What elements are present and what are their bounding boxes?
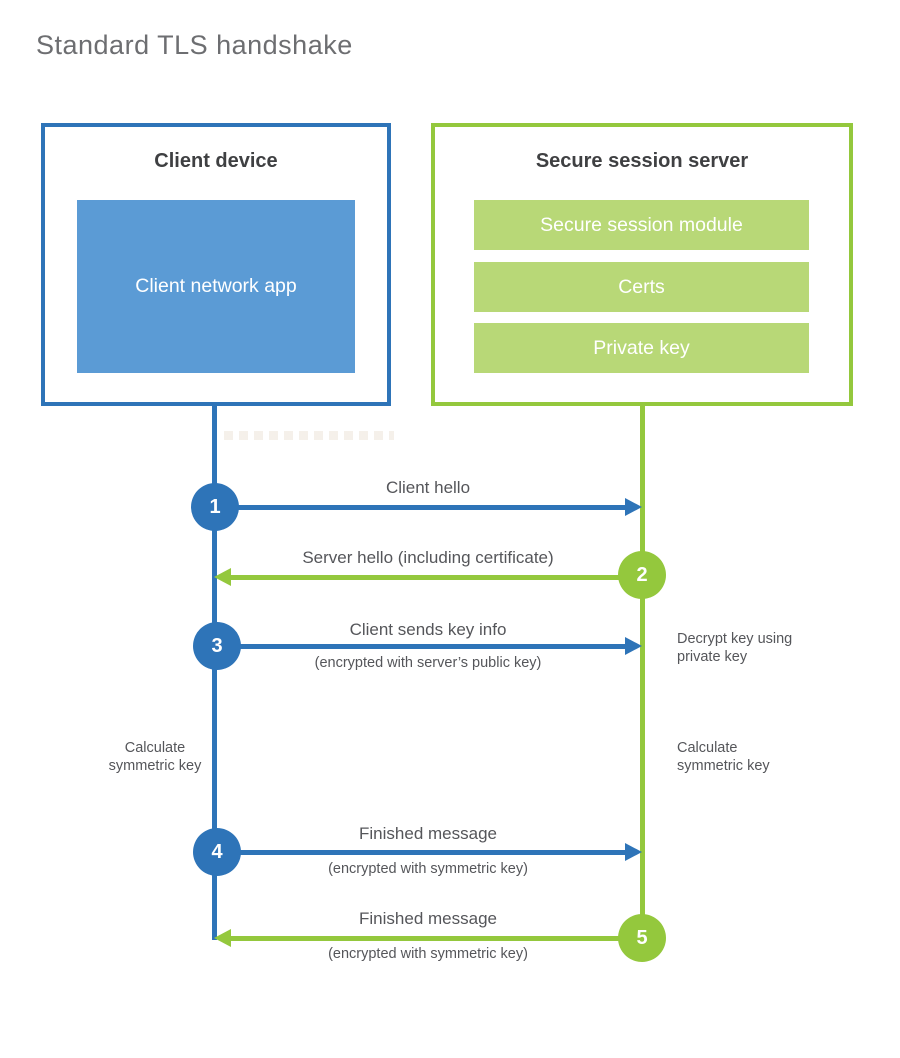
client-device-heading: Client device xyxy=(154,150,278,172)
arrowhead-right-icon xyxy=(625,637,642,655)
message-label-key-info: Client sends key info xyxy=(349,620,507,639)
arrowhead-left-icon xyxy=(214,929,231,947)
arrowhead-left-icon xyxy=(214,568,231,586)
page-title: Standard TLS handshake xyxy=(36,30,353,60)
arrowhead-right-icon xyxy=(625,498,642,516)
private-key-bar: Private key xyxy=(474,323,809,373)
server-lifeline xyxy=(640,404,645,938)
message-label-server-hello: Server hello (including certificate) xyxy=(302,548,554,567)
note-calculate-symmetric-key-client: Calculate symmetric key xyxy=(108,740,202,775)
step-badge-2: 2 xyxy=(618,551,666,599)
client-device-box: Client device Client network app xyxy=(41,123,391,406)
arrow-finished-client xyxy=(219,850,625,855)
arrow-key-info xyxy=(219,644,625,649)
message-sublabel-finished-client: (encrypted with symmetric key) xyxy=(328,861,528,877)
secure-session-server-box: Secure session server Secure session mod… xyxy=(431,123,853,406)
secure-session-server-heading: Secure session server xyxy=(535,150,749,172)
arrow-finished-server xyxy=(231,936,642,941)
message-label-client-hello: Client hello xyxy=(385,478,471,497)
arrowhead-right-icon xyxy=(625,843,642,861)
note-calculate-symmetric-key-server: Calculate symmetric key xyxy=(677,740,770,775)
secure-session-module-bar: Secure session module xyxy=(474,200,809,250)
step-badge-1: 1 xyxy=(191,483,239,531)
step-badge-4: 4 xyxy=(193,828,241,876)
faint-dashed-artifact xyxy=(224,431,394,440)
step-badge-3: 3 xyxy=(193,622,241,670)
message-label-finished-client: Finished message xyxy=(359,824,497,843)
certs-bar: Certs xyxy=(474,262,809,312)
client-network-app-box: Client network app xyxy=(77,200,355,373)
arrow-server-hello xyxy=(231,575,642,580)
client-lifeline xyxy=(212,404,217,940)
step-badge-5: 5 xyxy=(618,914,666,962)
note-decrypt-key: Decrypt key using private key xyxy=(677,631,793,666)
message-label-finished-server: Finished message xyxy=(359,909,497,928)
message-sublabel-finished-server: (encrypted with symmetric key) xyxy=(328,946,528,962)
message-sublabel-key-info: (encrypted with server’s public key) xyxy=(314,655,542,671)
arrow-client-hello xyxy=(217,505,625,510)
